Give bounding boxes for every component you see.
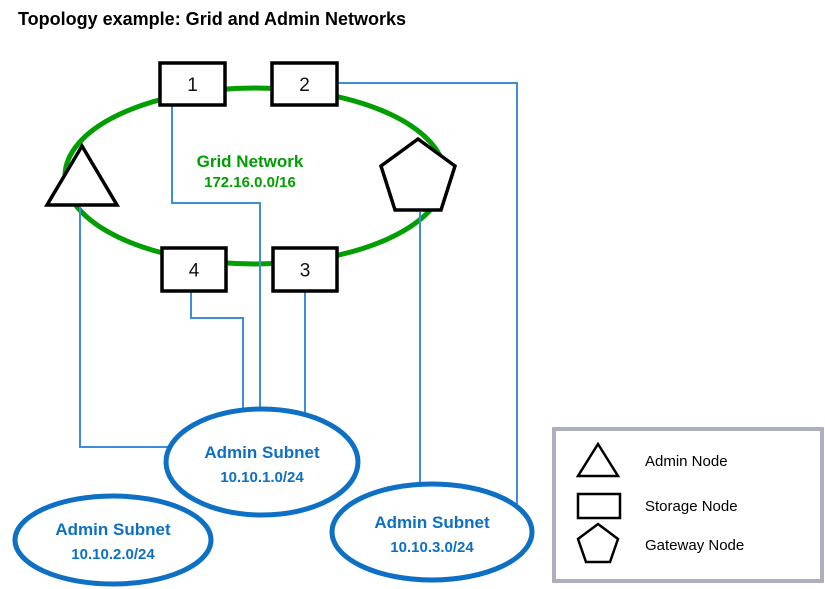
admin-subnet-2-label: Admin Subnet — [55, 520, 171, 539]
storage-node-1-box — [158, 61, 227, 107]
admin-subnet-2-cidr: 10.10.2.0/24 — [71, 546, 155, 563]
storage-node-2-box — [270, 61, 339, 107]
legend-label-admin-node: Admin Node — [645, 453, 728, 470]
admin-subnet-2-ellipse — [12, 493, 214, 587]
pentagon-icon — [576, 522, 620, 564]
admin-subnet-3: Admin Subnet 10.10.3.0/24 — [329, 481, 535, 583]
storage-node-1-label: 1 — [187, 75, 198, 96]
admin-subnet-1-label: Admin Subnet — [204, 443, 320, 462]
admin-subnet-3-cidr: 10.10.3.0/24 — [390, 539, 474, 556]
storage-node-4-label: 4 — [189, 261, 200, 282]
connector-admin-subnet1 — [79, 207, 172, 448]
admin-subnet-1-ellipse — [163, 406, 361, 518]
page-title: Topology example: Grid and Admin Network… — [18, 9, 406, 29]
storage-node-1: 1 — [158, 61, 227, 107]
legend-label-gateway-node: Gateway Node — [645, 537, 744, 554]
gateway-node-pentagon — [378, 136, 458, 212]
admin-subnet-1-cidr: 10.10.1.0/24 — [220, 469, 304, 486]
square-icon — [576, 492, 622, 520]
connector-node4-subnet1 — [190, 291, 244, 410]
admin-subnet-2: Admin Subnet 10.10.2.0/24 — [12, 493, 214, 587]
grid-network-label: Grid Network — [197, 152, 304, 171]
storage-node-3-label: 3 — [300, 261, 311, 282]
storage-node-2: 2 — [270, 61, 339, 107]
admin-subnet-1: Admin Subnet 10.10.1.0/24 — [163, 406, 361, 518]
storage-node-4-box — [160, 246, 228, 293]
connector-node2-subnet3 — [337, 82, 518, 507]
storage-node-2-label: 2 — [299, 75, 310, 96]
grid-network-cidr: 172.16.0.0/16 — [204, 174, 296, 191]
admin-subnet-3-ellipse — [329, 481, 535, 583]
storage-node-4: 4 — [160, 246, 228, 293]
storage-node-3-box — [271, 246, 339, 293]
storage-node-3: 3 — [271, 246, 339, 293]
connector-node1-subnet1 — [171, 105, 261, 409]
triangle-icon — [575, 441, 621, 478]
legend: Admin Node Storage Node Gateway Node — [552, 427, 824, 583]
admin-node-triangle — [43, 142, 121, 207]
admin-subnet-3-label: Admin Subnet — [374, 513, 490, 532]
legend-label-storage-node: Storage Node — [645, 498, 738, 515]
